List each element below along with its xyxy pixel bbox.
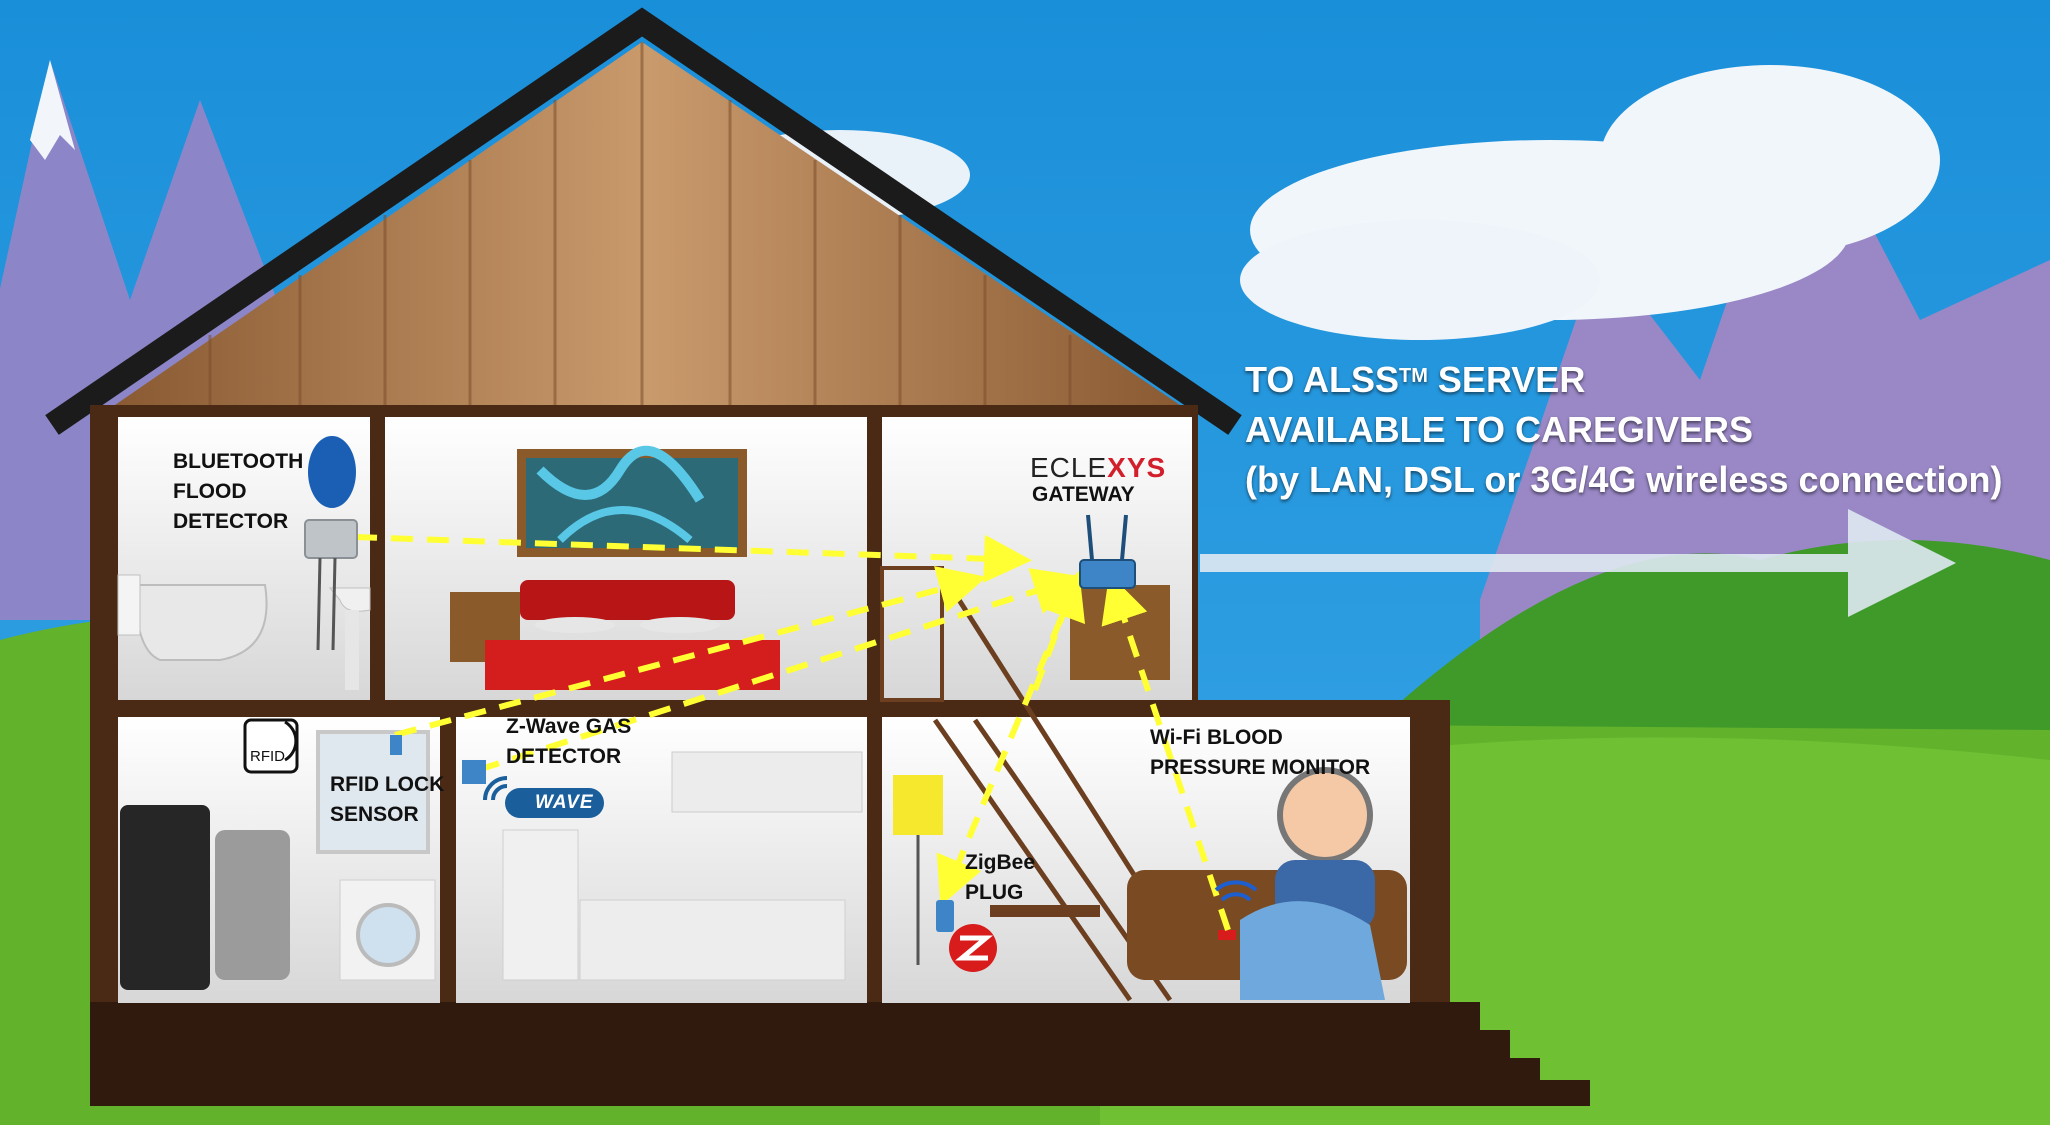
wifi-blood-pressure-monitor-label: Wi-Fi BLOOD PRESSURE MONITOR xyxy=(1150,726,1371,779)
washer-door xyxy=(356,903,420,967)
roof-gable xyxy=(115,42,1180,405)
data-links xyxy=(354,534,1231,931)
gas-detector-icon xyxy=(462,760,486,784)
link-zwave xyxy=(477,568,1082,773)
gateway-brand-logo: ECLEXYS xyxy=(1030,452,1167,483)
rfid-badge-icon xyxy=(243,718,299,774)
link-rfid xyxy=(394,566,987,738)
rfid-lock-sensor-icon xyxy=(390,735,402,755)
zwave-logo: WAVE xyxy=(505,788,604,818)
link-zigbee-up xyxy=(1032,570,1086,692)
furnace xyxy=(215,830,290,980)
elderly-person-head xyxy=(1277,767,1373,863)
zigbee-plug-icon xyxy=(936,900,954,932)
desk xyxy=(1070,585,1170,680)
roof-planks xyxy=(208,42,1072,405)
wall-painting xyxy=(526,458,738,548)
side-table xyxy=(990,905,1100,917)
bed-headboard xyxy=(520,580,735,620)
water-heater xyxy=(120,805,210,990)
sink-pedestal xyxy=(345,610,359,690)
foundation xyxy=(90,1002,1450,1106)
mountain-left-snow xyxy=(30,60,75,160)
flood-detector-icon xyxy=(304,519,358,559)
window xyxy=(316,730,430,854)
steps xyxy=(1450,1002,1590,1106)
roof-edge xyxy=(45,7,1242,435)
pillow xyxy=(535,617,615,633)
wifi-device xyxy=(1218,930,1236,940)
refrigerator xyxy=(502,829,579,981)
server-caption: TO ALSSTM SERVER AVAILABLE TO CAREGIVERS… xyxy=(1245,355,2003,505)
link-bluetooth xyxy=(354,534,1032,583)
counter xyxy=(579,899,846,981)
server-line-1: TO ALSSTM SERVER xyxy=(1245,359,1586,400)
toilet-tank xyxy=(117,574,141,636)
rfid-lock-sensor-label: RFID LOCK SENSOR xyxy=(330,773,445,826)
trademark: TM xyxy=(1399,365,1428,387)
blanket xyxy=(1240,901,1385,1000)
bluetooth-icon xyxy=(308,436,356,508)
zwave-signal-icon xyxy=(483,776,508,801)
stair-railing xyxy=(880,566,944,702)
range-hood xyxy=(671,751,863,813)
gateway-label: GATEWAY xyxy=(1032,483,1135,506)
rfid-badge-label: RFID xyxy=(250,748,285,765)
server-line-2: AVAILABLE TO CAREGIVERS xyxy=(1245,409,1754,450)
lamp-shade xyxy=(893,775,943,835)
bathtub xyxy=(133,584,268,661)
zwave-gas-detector-label: Z-Wave GAS DETECTOR xyxy=(506,715,632,768)
zigbee-plug-label: ZigBee PLUG xyxy=(965,851,1036,904)
link-wifi xyxy=(1101,573,1231,931)
bed xyxy=(485,640,780,690)
cloud xyxy=(1600,65,1940,255)
server-line-3: (by LAN, DSL or 3G/4G wireless connectio… xyxy=(1245,459,2003,500)
bluetooth-flood-detector-label: BLUETOOTH FLOOD DETECTOR xyxy=(173,450,304,533)
cloud xyxy=(1240,220,1600,340)
gateway-router-icon xyxy=(1079,559,1136,589)
wifi-signal-icon xyxy=(1214,880,1258,902)
pillow xyxy=(640,617,720,633)
